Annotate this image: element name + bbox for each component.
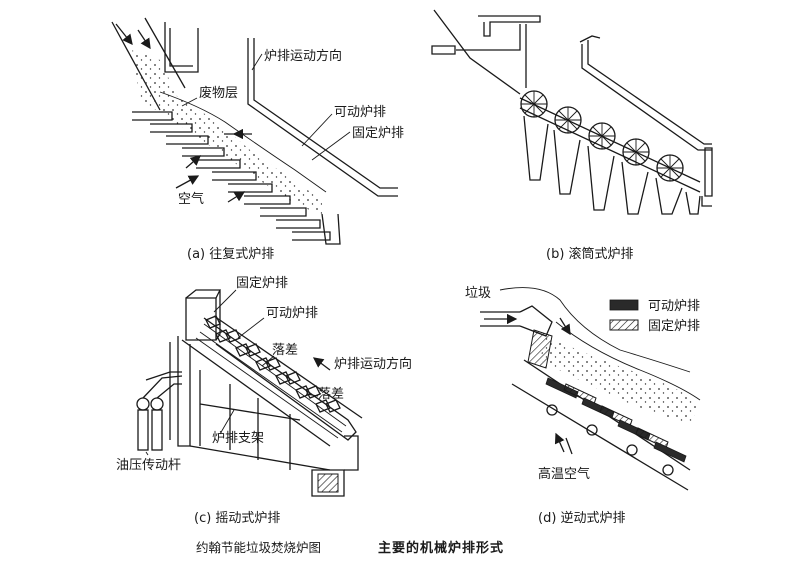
panel-a-reciprocating-grate: 废物层 炉排运动方向 可动炉排 固定炉排 空气 (a) 往复式炉排 xyxy=(111,17,404,262)
rocking-grate-bars xyxy=(195,315,347,439)
panel-d-reverse-grate: 可动炉排 固定炉排 垃圾 高温空气 (d) 逆动式炉排 xyxy=(465,286,701,526)
figure-title: 主要的机械炉排形式 xyxy=(378,540,504,556)
legend-swatch-movable xyxy=(609,299,639,311)
stepped-grate-bars xyxy=(132,111,331,241)
panel-d-garbage-mass xyxy=(540,336,700,424)
legend-label-movable: 可动炉排 xyxy=(648,299,700,314)
panel-a-label-fixed-grate: 固定炉排 xyxy=(352,126,404,141)
drum-rollers xyxy=(520,90,684,182)
panel-d-grate-bars xyxy=(545,377,687,476)
panel-a-label-air: 空气 xyxy=(178,191,204,207)
panel-c-label-grate-support: 炉排支架 xyxy=(212,431,264,446)
panel-c-label-movable-grate: 可动炉排 xyxy=(266,306,318,321)
panel-a-label-waste-layer: 废物层 xyxy=(199,85,238,101)
panel-c-rocking-grate: 固定炉排 可动炉排 落差 炉排运动方向 落差 炉排支架 油压传动杆 (c) 摇动… xyxy=(116,276,412,526)
panel-c-label-drop-2: 落差 xyxy=(318,387,344,402)
legend-swatch-fixed xyxy=(609,319,639,331)
panel-d-label-hot-air: 高温空气 xyxy=(538,466,590,482)
panel-a-caption: (a) 往复式炉排 xyxy=(187,247,274,262)
panel-c-label-fixed-grate: 固定炉排 xyxy=(236,276,288,291)
panel-d-legend: 可动炉排 固定炉排 xyxy=(609,299,700,334)
panel-d-label-garbage: 垃圾 xyxy=(465,286,491,301)
panel-c-label-hydraulic-rod: 油压传动杆 xyxy=(116,458,181,473)
drum-air-hoppers xyxy=(523,115,701,215)
panel-a-label-grate-motion: 炉排运动方向 xyxy=(264,48,342,64)
panel-c-caption: (c) 摇动式炉排 xyxy=(194,511,280,526)
panel-b-caption: (b) 滚筒式炉排 xyxy=(546,246,634,262)
panel-c-label-drop-1: 落差 xyxy=(272,343,298,358)
footer-source-note: 约翰节能垃圾焚烧炉图 xyxy=(196,540,321,555)
panel-c-label-grate-motion: 炉排运动方向 xyxy=(334,356,412,372)
panel-d-caption: (d) 逆动式炉排 xyxy=(538,510,626,526)
waste-layer xyxy=(132,48,322,216)
panel-b-drum-grate: (b) 滚筒式炉排 xyxy=(431,9,713,262)
panel-a-label-movable-grate: 可动炉排 xyxy=(334,105,386,120)
legend-label-fixed: 固定炉排 xyxy=(648,319,700,334)
hydraulic-cylinders xyxy=(136,371,183,451)
